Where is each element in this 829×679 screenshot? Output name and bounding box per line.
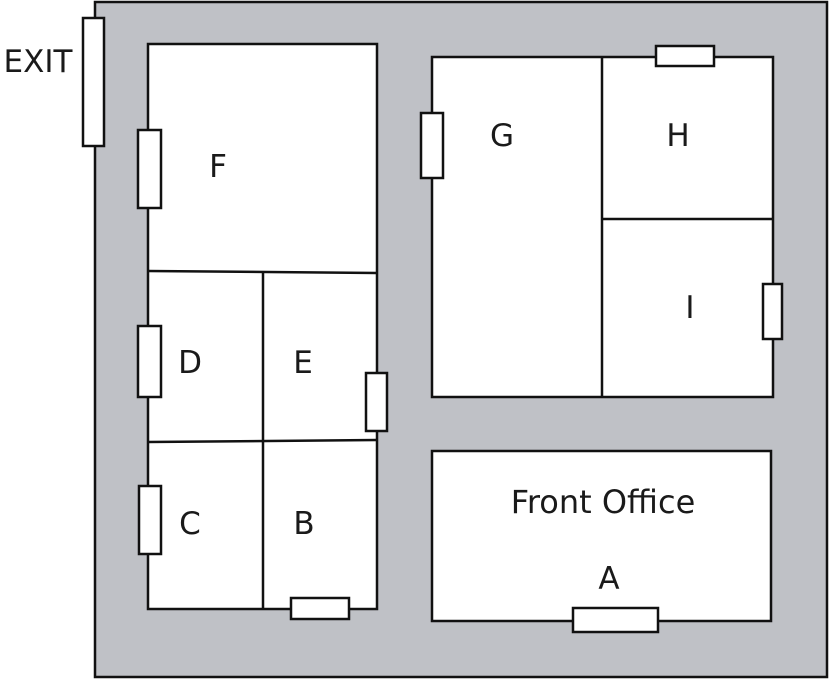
front-office-label: Front Office xyxy=(511,483,696,521)
door-d[interactable] xyxy=(136,324,163,399)
left-room-block xyxy=(146,42,379,611)
door-e[interactable] xyxy=(364,371,389,433)
door-f[interactable] xyxy=(136,128,163,210)
exit-label: EXIT xyxy=(4,44,74,80)
door-h[interactable] xyxy=(654,44,716,68)
room-front-office xyxy=(430,449,773,623)
right-upper-room-block xyxy=(430,55,775,399)
doors xyxy=(81,16,784,634)
door-a[interactable] xyxy=(571,606,660,634)
room-label-b: B xyxy=(293,506,314,542)
door-g[interactable] xyxy=(419,111,445,180)
room-label-f: F xyxy=(209,149,227,185)
room-label-h: H xyxy=(666,118,689,154)
door-c[interactable] xyxy=(137,484,163,556)
room-label-a: A xyxy=(598,561,619,597)
door-exit[interactable] xyxy=(81,16,106,148)
room-label-e: E xyxy=(293,345,313,381)
room-label-d: D xyxy=(178,345,202,381)
door-b[interactable] xyxy=(289,596,351,621)
door-i[interactable] xyxy=(761,282,784,341)
room-label-i: I xyxy=(685,290,694,326)
room-label-g: G xyxy=(490,118,514,154)
room-label-c: C xyxy=(179,506,201,542)
